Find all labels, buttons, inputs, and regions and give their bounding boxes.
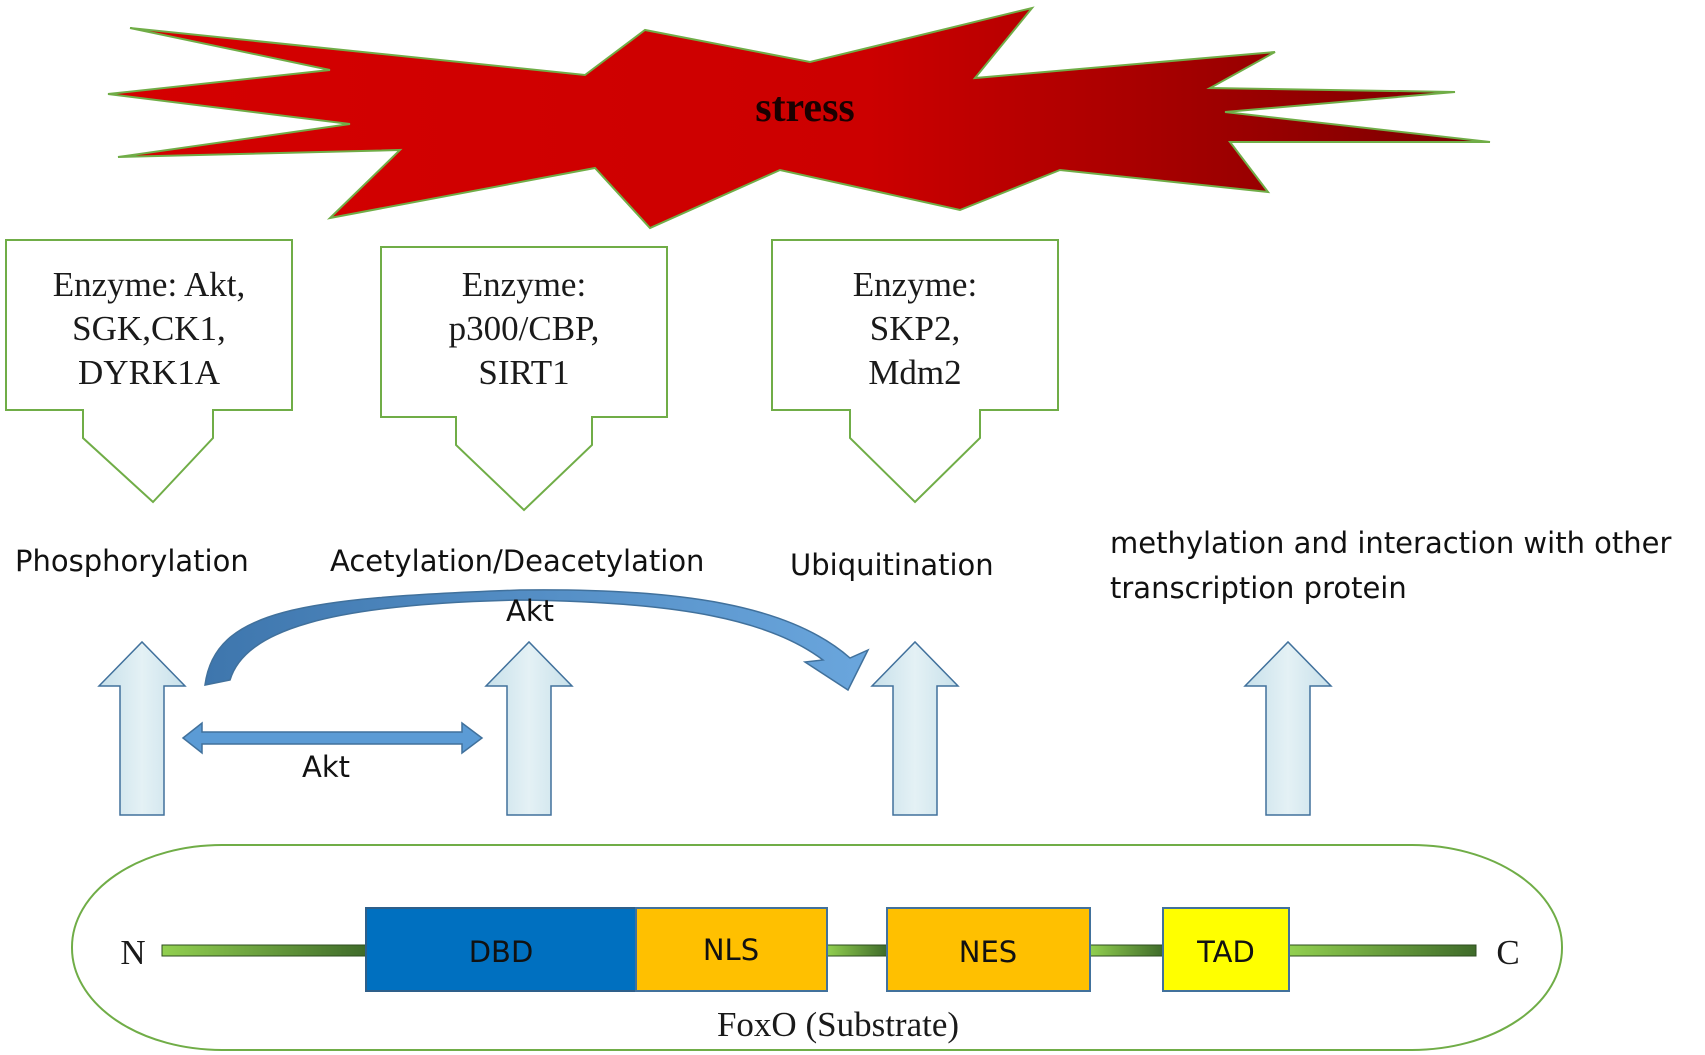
up-arrow-acetylation	[484, 640, 574, 816]
nes-domain	[886, 907, 1091, 992]
enzyme-line: DYRK1A	[78, 353, 221, 392]
n-terminus-label: N	[120, 933, 145, 972]
linker-segment	[161, 944, 367, 957]
akt-curved-label: Akt	[506, 594, 554, 628]
enzyme-line: Enzyme:	[462, 265, 586, 304]
enzyme-line: SKP2,	[870, 309, 960, 348]
phosphorylation-label: Phosphorylation	[15, 544, 249, 578]
stress-label: stress	[755, 85, 855, 131]
up-arrow-ubiquitination	[870, 640, 960, 816]
tad-label: TAD	[1196, 935, 1255, 969]
akt-double-label: Akt	[302, 750, 350, 784]
foxo-caption: FoxO (Substrate)	[717, 1005, 959, 1044]
double-arrow-shape	[181, 721, 484, 755]
linker-segment	[1089, 944, 1164, 957]
stress-burst-shape	[107, 6, 1491, 230]
curved-akt-arrow: Akt	[204, 589, 870, 692]
nes-label: NES	[959, 935, 1017, 969]
enzyme-line: Enzyme: Akt,	[53, 265, 245, 304]
ubiquitination-label: Ubiquitination	[790, 548, 994, 582]
enzyme-line: SGK,CK1,	[72, 309, 226, 348]
up-arrow-methylation	[1243, 640, 1333, 816]
enzyme-callout-arrow-shape	[5, 239, 293, 504]
linker-segment	[1288, 944, 1477, 957]
enzyme-callout-acetylation: Enzyme: p300/CBP, SIRT1	[380, 246, 668, 512]
nls-label: NLS	[703, 933, 759, 967]
up-arrow-shape	[870, 640, 960, 816]
enzyme-line: p300/CBP,	[449, 309, 600, 348]
up-arrow-shape	[484, 640, 574, 816]
up-arrow-phosphorylation	[97, 640, 187, 816]
enzyme-callout-ubiquitination: Enzyme: SKP2, Mdm2	[771, 239, 1059, 504]
linker-segment	[826, 944, 888, 957]
curved-arrow-shape	[204, 589, 870, 692]
up-arrow-shape	[97, 640, 187, 816]
dbd-domain	[365, 907, 637, 992]
nls-domain	[635, 907, 828, 992]
enzyme-line: SIRT1	[478, 353, 569, 392]
enzyme-line: Mdm2	[868, 353, 961, 392]
enzyme-callout-phosphorylation: Enzyme: Akt, SGK,CK1, DYRK1A	[5, 239, 293, 504]
stress-burst: stress	[107, 6, 1491, 230]
enzyme-callout-arrow-shape	[771, 239, 1059, 504]
double-akt-arrow: Akt	[181, 721, 484, 784]
c-terminus-label: C	[1496, 933, 1519, 972]
enzyme-callout-arrow-shape	[380, 246, 668, 512]
foxo-substrate: N C DBD NLS NES TAD FoxO (Substrate)	[71, 844, 1563, 1051]
tad-domain	[1162, 907, 1290, 992]
methylation-label-line1: methylation and interaction with other	[1110, 526, 1672, 560]
acetylation-label: Acetylation/Deacetylation	[330, 544, 704, 578]
dbd-label: DBD	[469, 935, 534, 969]
up-arrow-shape	[1243, 640, 1333, 816]
enzyme-line: Enzyme:	[853, 265, 977, 304]
methylation-label-line2: transcription protein	[1110, 571, 1407, 605]
